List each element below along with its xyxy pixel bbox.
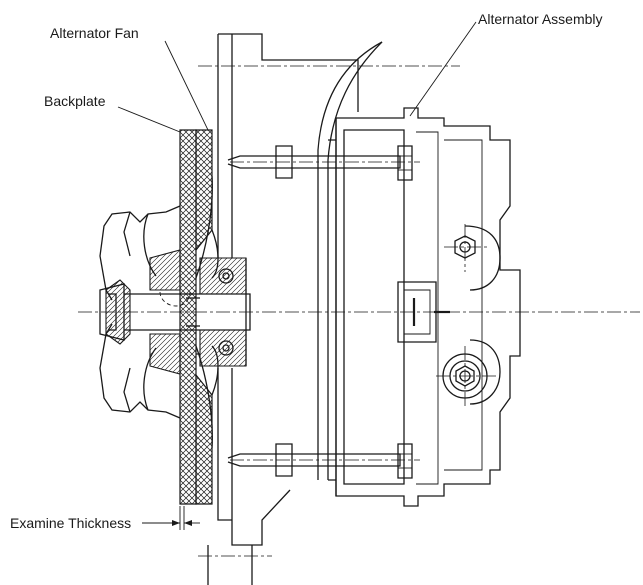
backplate bbox=[179, 129, 213, 505]
upper-terminal-nut bbox=[444, 224, 501, 291]
backplate-leader bbox=[117, 106, 181, 133]
mounting-bracket bbox=[198, 33, 460, 585]
alternator-assembly-label: Alternator Assembly bbox=[478, 11, 603, 27]
backplate-label: Backplate bbox=[44, 93, 106, 109]
alternator-housing bbox=[328, 107, 521, 507]
thickness-dimension bbox=[142, 506, 200, 530]
alternator-fan-label: Alternator Fan bbox=[50, 25, 139, 41]
fan-leader bbox=[164, 40, 209, 131]
examine-thickness-label: Examine Thickness bbox=[10, 515, 132, 531]
through-bolt-bottom bbox=[227, 443, 420, 479]
through-bolt-top bbox=[227, 145, 420, 181]
lower-terminal-nut bbox=[436, 339, 501, 406]
shaft bbox=[99, 283, 251, 341]
fan-blade bbox=[317, 41, 383, 480]
leader-lines bbox=[117, 21, 477, 133]
bearing-housing bbox=[196, 257, 247, 367]
pulley bbox=[99, 205, 181, 419]
assembly-leader bbox=[409, 21, 477, 117]
